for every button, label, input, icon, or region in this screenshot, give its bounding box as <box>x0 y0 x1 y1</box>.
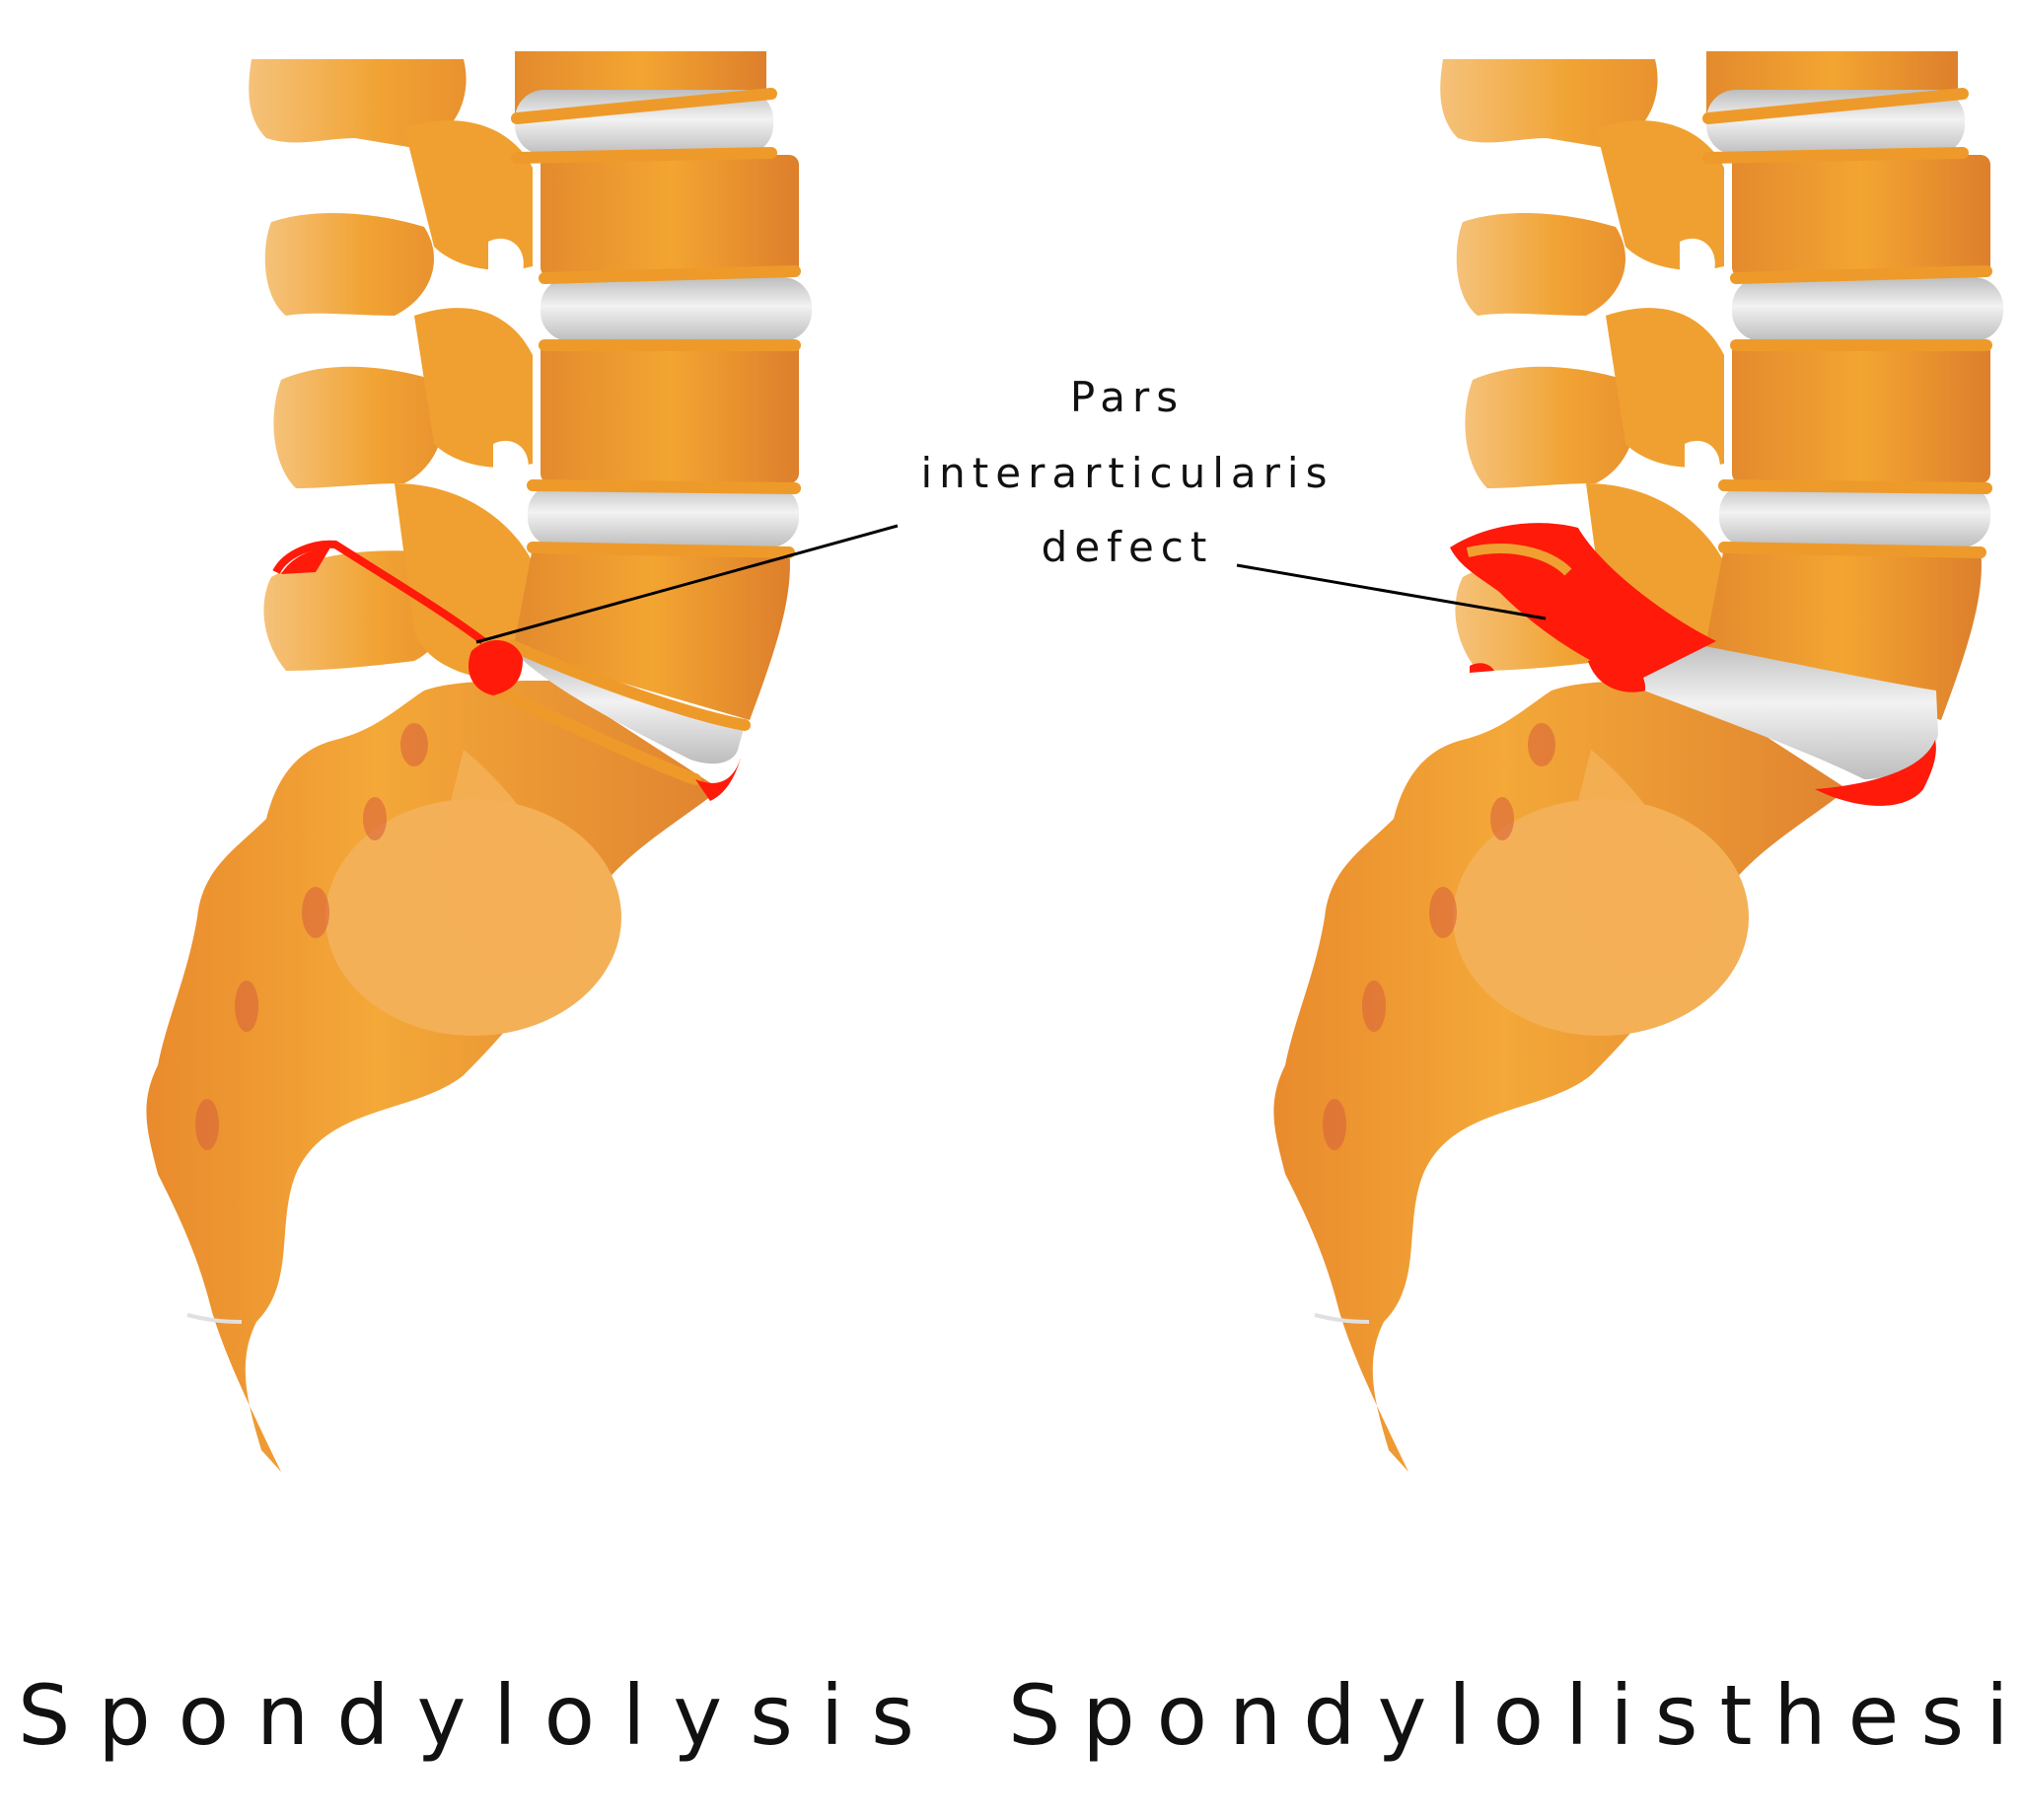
pars-defect-left <box>468 639 523 695</box>
slipped-disc-l5 <box>513 651 745 764</box>
defect-outline <box>272 540 486 645</box>
leader-line-left <box>475 524 899 644</box>
annotation-line-3: defect <box>1041 523 1214 571</box>
panel-title-spondylolisthesis: Spondylolisthesis <box>1008 1667 2020 1764</box>
annotation-line-2: interarticularis <box>920 449 1335 497</box>
spondylolysis-spine <box>144 51 812 1474</box>
slipped-disc-l5 <box>1618 641 1938 779</box>
annotation-line-1: Pars <box>1069 373 1186 421</box>
panel-title-spondylolysis: Spondylolysis <box>18 1667 942 1764</box>
leader-line-right <box>1236 563 1547 620</box>
pars-defect-right <box>1450 523 1716 681</box>
spondylolisthesis-spine <box>1271 51 2003 1474</box>
